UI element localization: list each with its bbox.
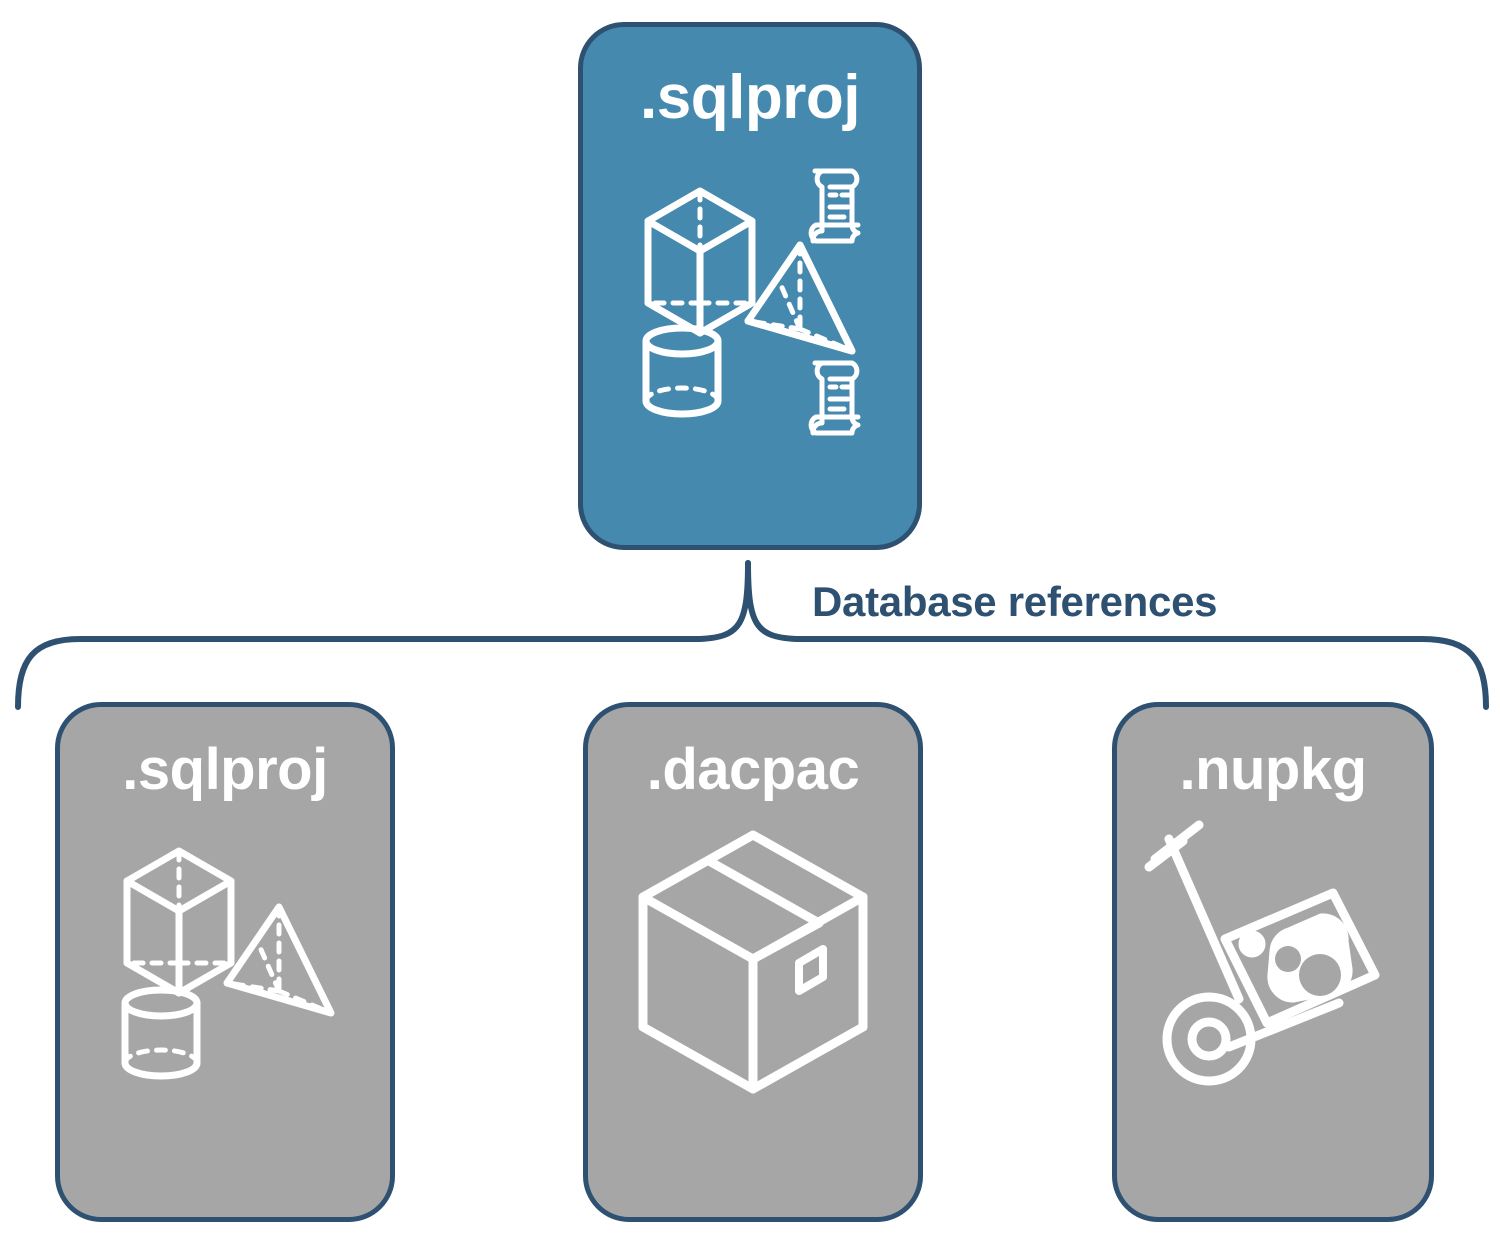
sqlproj-icon-group [630,153,870,436]
nupkg-icon-group [1143,817,1403,1097]
dacpac-icon-group [623,817,883,1097]
node-title: .dacpac [646,737,860,802]
node-dacpac-reference[interactable]: .dacpac [583,702,923,1222]
node-title: .nupkg [1179,737,1367,802]
node-sqlproj-reference[interactable]: .sqlproj [55,702,395,1222]
pyramid-wireframe-icon [223,903,335,1017]
node-sqlproj-root[interactable]: .sqlproj [578,22,922,550]
brace-label: Database references [812,578,1218,625]
scroll-script-icon [808,168,861,244]
cube-wireframe-icon [123,847,235,997]
node-title: .sqlproj [122,737,328,802]
cylinder-wireframe-icon [121,986,201,1080]
hand-truck-nuget-package-icon [1144,820,1380,1086]
node-nupkg-reference[interactable]: .nupkg [1112,702,1434,1222]
package-box-icon [638,830,868,1094]
pyramid-wireframe-icon [744,241,856,355]
scroll-script-icon [808,360,861,436]
cube-wireframe-icon [644,187,756,337]
cylinder-wireframe-icon [642,324,722,418]
node-title: .sqlproj [640,63,860,132]
sqlproj-icon-group [95,817,355,1097]
